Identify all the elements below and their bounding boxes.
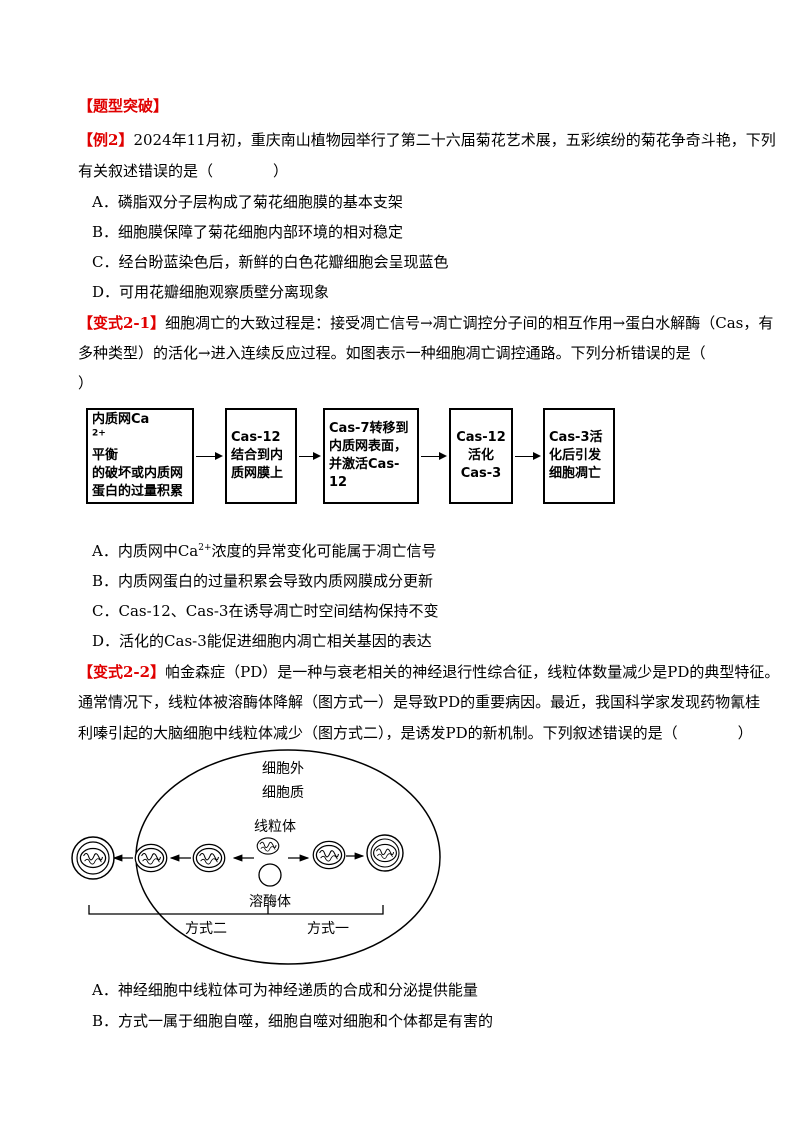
variant22-tag: 【变式2-2】 — [78, 663, 166, 681]
flow-box-4: Cas-12 活化 Cas-3 — [449, 408, 513, 504]
variant21-option-a: A．内质网中Ca2+浓度的异常变化可能属于凋亡信号 — [92, 542, 437, 560]
example2-option-a: A．磷脂双分子层构成了菊花细胞膜的基本支架 — [92, 193, 403, 211]
variant22-stem-line3: 利嗪引起的大脑细胞中线粒体减少（图方式二），是诱发PD的新机制。下列叙述错误的是… — [78, 724, 753, 742]
variant21-option-b: B．内质网蛋白的过量积累会导致内质网膜成分更新 — [92, 572, 434, 590]
variant22-stem-line1: 【变式2-2】帕金森症（PD）是一种与衰老相关的神经退行性综合征，线粒体数量减少… — [78, 663, 780, 681]
mitochondrion-left-out — [71, 836, 115, 880]
variant21-tag: 【变式2-1】 — [78, 314, 166, 332]
flow-arrow-2 — [299, 452, 321, 460]
label-cytoplasm: 细胞质 — [262, 785, 304, 801]
flow-box-5: Cas-3活 化后引发 细胞凋亡 — [543, 408, 615, 504]
lysosome — [258, 863, 282, 887]
variant22-option-a: A．神经细胞中线粒体可为神经递质的合成和分泌提供能量 — [92, 981, 478, 999]
mitochondrion-left-2 — [134, 843, 168, 873]
example2-option-c: C．经台盼蓝染色后，新鲜的白色花瓣细胞会呈现蓝色 — [92, 253, 449, 271]
variant21-stem-line1: 【变式2-1】细胞凋亡的大致过程是：接受凋亡信号→凋亡调控分子间的相互作用→蛋白… — [78, 314, 774, 332]
mitochondrion-center — [256, 837, 280, 855]
example2-stem-line2: 有关叙述错误的是（ ） — [78, 162, 289, 180]
label-way1: 方式一 — [307, 921, 349, 937]
section-title: 【题型突破】 — [78, 97, 169, 115]
bracket-way2 — [88, 905, 384, 915]
mitochondrion-left-1 — [192, 843, 226, 873]
flow-box-2: Cas-12 结合到内 质网膜上 — [225, 408, 297, 504]
variant21-stem-line2: 多种类型）的活化→进入连续反应过程。如图表示一种细胞凋亡调控通路。下列分析错误的… — [78, 344, 706, 362]
example2-stem-line1: 【例2】2024年11月初，重庆南山植物园举行了第二十六届菊花艺术展，五彩缤纷的… — [78, 131, 776, 149]
label-way2: 方式二 — [185, 921, 227, 937]
example2-option-b: B．细胞膜保障了菊花细胞内部环境的相对稳定 — [92, 223, 404, 241]
label-outside: 细胞外 — [262, 761, 304, 777]
flow-arrow-3 — [421, 452, 447, 460]
variant21-option-d: D．活化的Cas-3能促进细胞内凋亡相关基因的表达 — [92, 632, 432, 650]
example2-option-d: D．可用花瓣细胞观察质壁分离现象 — [92, 283, 330, 301]
variant22-stem-line2: 通常情况下，线粒体被溶酶体降解（图方式一）是导致PD的重要病因。最近，我国科学家… — [78, 693, 761, 711]
flow-box-3: Cas-7转移到 内质网表面， 并激活Cas-12 — [323, 408, 419, 504]
label-lysosome: 溶酶体 — [249, 894, 291, 910]
mitochondrion-right-1 — [312, 840, 346, 870]
variant21-stem-line3: ） — [78, 374, 94, 392]
variant22-option-b: B．方式一属于细胞自噬，细胞自噬对细胞和个体都是有害的 — [92, 1012, 494, 1030]
label-mitochondrion: 线粒体 — [254, 819, 296, 835]
flow-arrow-1 — [196, 452, 223, 460]
mitochondrion-right-2 — [366, 834, 404, 872]
flow-arrow-4 — [515, 452, 541, 460]
variant21-option-c: C．Cas-12、Cas-3在诱导凋亡时空间结构保持不变 — [92, 602, 439, 620]
example2-tag: 【例2】 — [78, 131, 134, 149]
